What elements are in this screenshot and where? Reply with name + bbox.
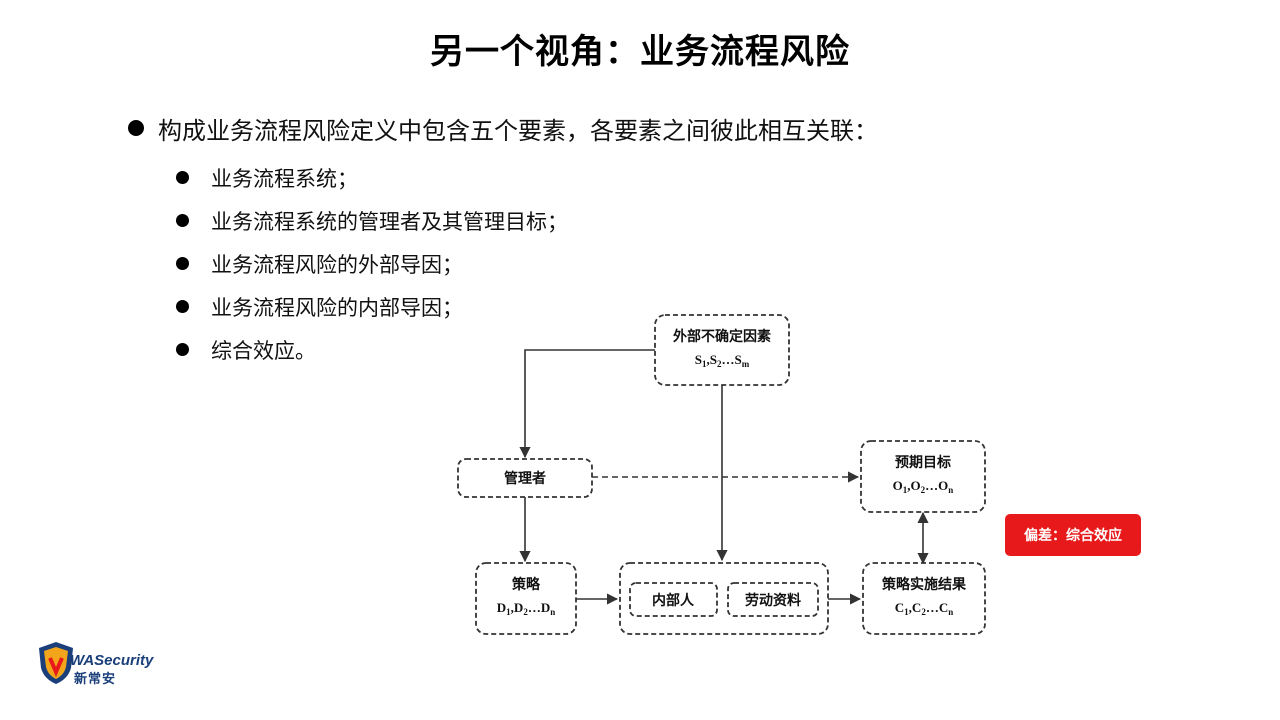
diagram-connectors bbox=[519, 349, 929, 605]
node-label: 内部人 bbox=[652, 592, 695, 609]
bullet-dot bbox=[176, 171, 189, 184]
node-labor-material bbox=[727, 582, 819, 617]
logo-wordmark: WASecurity bbox=[70, 652, 154, 669]
node-symbols: S1,S2…Sm bbox=[695, 352, 750, 369]
page-title: 另一个视角：业务流程风险 bbox=[430, 32, 850, 72]
logo-chinese-name: 新常安 bbox=[74, 672, 117, 687]
main-bullet-text: 构成业务流程风险定义中包含五个要素，各要素之间彼此相互关联： bbox=[158, 116, 878, 145]
bullet-dot bbox=[176, 214, 189, 227]
edge-external-to-manager bbox=[519, 349, 655, 459]
node-label: 策略 bbox=[511, 576, 541, 593]
bullet-dot bbox=[176, 257, 189, 270]
sub-bullet-item: 业务流程风险的外部导因； bbox=[176, 242, 878, 285]
node-symbols: D1,D2…Dn bbox=[497, 600, 555, 617]
sub-bullet-text: 综合效应。 bbox=[211, 338, 316, 363]
node-strategy: 策略 D1,D2…Dn bbox=[475, 562, 577, 635]
sub-bullet-text: 业务流程系统的管理者及其管理目标； bbox=[211, 209, 568, 234]
node-insider bbox=[629, 582, 718, 617]
node-label: 劳动资料 bbox=[745, 592, 801, 609]
shield-icon bbox=[39, 642, 73, 684]
wasecurity-logo: WASecurity 新常安 bbox=[36, 640, 153, 688]
sub-bullet-item: 综合效应。 bbox=[176, 328, 878, 371]
sub-bullet-text: 业务流程风险的内部导因； bbox=[211, 295, 463, 320]
deviation-badge: 偏差：综合效应 bbox=[1005, 514, 1141, 556]
node-external-factors: 外部不确定因素 S1,S2…Sm bbox=[654, 314, 790, 386]
main-bullet: 构成业务流程风险定义中包含五个要素，各要素之间彼此相互关联： bbox=[128, 112, 878, 145]
node-symbols: O1,O2…On bbox=[893, 478, 954, 495]
bullet-list: 构成业务流程风险定义中包含五个要素，各要素之间彼此相互关联： 业务流程系统； 业… bbox=[128, 112, 878, 371]
sub-bullet-item: 业务流程系统的管理者及其管理目标； bbox=[176, 199, 878, 242]
node-label: 预期目标 bbox=[895, 454, 951, 471]
sub-bullet-text: 业务流程系统； bbox=[211, 166, 358, 191]
node-expected-goal: 预期目标 O1,O2…On bbox=[860, 440, 986, 513]
bullet-dot bbox=[128, 120, 144, 136]
sub-bullet-text: 业务流程风险的外部导因； bbox=[211, 252, 463, 277]
node-label: 外部不确定因素 bbox=[673, 328, 771, 345]
bullet-dot bbox=[176, 343, 189, 356]
sub-bullet-list: 业务流程系统； 业务流程系统的管理者及其管理目标； 业务流程风险的外部导因； 业… bbox=[176, 156, 878, 371]
sub-bullet-item: 业务流程系统； bbox=[176, 156, 878, 199]
node-symbols: C1,C2…Cn bbox=[895, 600, 953, 617]
node-strategy-result: 策略实施结果 C1,C2…Cn bbox=[862, 562, 986, 635]
sub-bullet-item: 业务流程风险的内部导因； bbox=[176, 285, 878, 328]
node-manager: 管理者 bbox=[457, 458, 593, 498]
node-internal-group: 内部人 劳动资料 bbox=[619, 562, 829, 635]
bullet-dot bbox=[176, 300, 189, 313]
node-label: 策略实施结果 bbox=[881, 576, 967, 593]
deviation-label: 偏差：综合效应 bbox=[1024, 527, 1122, 544]
node-label: 管理者 bbox=[504, 470, 546, 487]
